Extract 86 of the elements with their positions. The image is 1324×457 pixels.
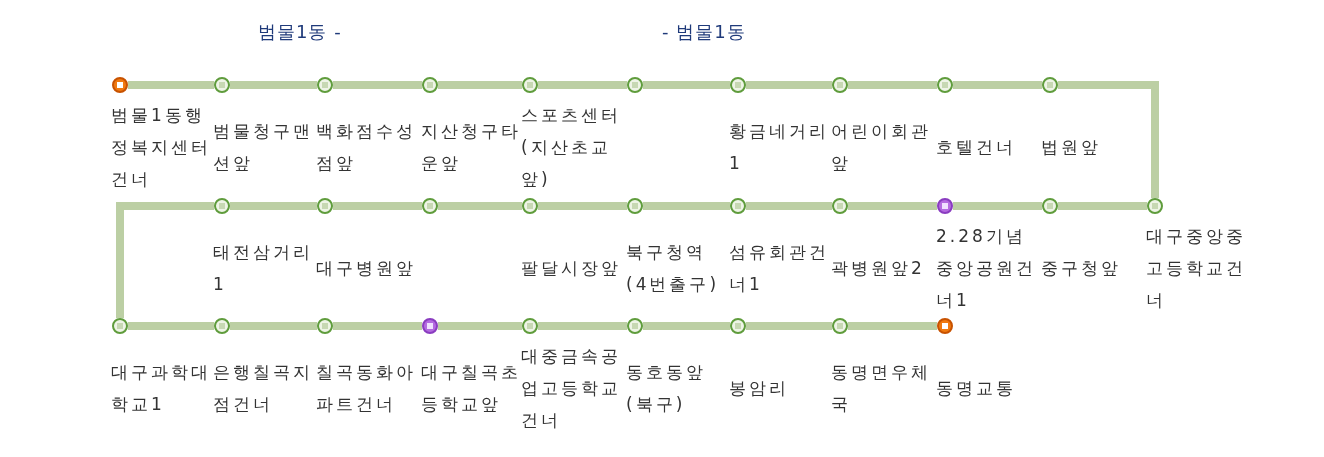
stop-name: 범물1동행정복지센터건너 [111,104,212,191]
route-line [333,202,422,210]
stop-name: 곽병원앞2 [831,257,926,280]
route-line [438,322,522,330]
stop-name: 은행칠곡지점건너 [213,361,314,416]
stop-name: 백화점수성점앞 [316,120,417,175]
direction-heading: 범물1동 - [258,20,342,44]
stop-name: 중구청앞 [1041,257,1122,280]
stop-name: 호텔건너 [936,136,1017,159]
stop-name: 북구청역(4번출구) [626,241,721,296]
stop-name: 태전삼거리1 [213,241,314,296]
bus-stop-marker [214,77,230,93]
bus-stop-marker [730,318,746,334]
route-line [746,81,832,89]
route-line [1058,202,1147,210]
bus-stop-marker [627,198,643,214]
route-line [116,202,214,318]
stop-name: 스포츠센터(지산초교앞) [521,104,622,191]
route-line [538,81,627,89]
bus-stop-marker [112,318,128,334]
bus-stop-marker [522,318,538,334]
route-line [953,81,1042,89]
route-line [746,202,832,210]
bus-stop-marker [730,77,746,93]
route-line [848,81,937,89]
route-line [1058,81,1159,198]
route-line [438,202,522,210]
stop-name: 팔달시장앞 [521,257,622,280]
route-line [230,202,317,210]
stop-name: 동호동앞(북구) [626,361,707,416]
bus-stop-marker [1042,198,1058,214]
bus-stop-marker [1147,198,1163,214]
bus-stop-marker [937,198,953,214]
bus-stop-marker [317,318,333,334]
bus-stop-marker [317,198,333,214]
stop-name: 대구칠곡초등학교앞 [421,361,522,416]
stop-name: 지산청구타운앞 [421,120,522,175]
terminal-stop-marker [112,77,128,93]
bus-stop-marker [1042,77,1058,93]
bus-stop-marker [832,198,848,214]
bus-stop-marker [627,77,643,93]
stop-name: 동명교통 [936,377,1017,400]
bus-stop-marker [730,198,746,214]
stop-name: 황금네거리1 [729,120,830,175]
direction-heading: - 범물1동 [662,20,746,44]
stop-name: 동명면우체국 [831,361,932,416]
stop-name: 대중금속공업고등학교건너 [521,345,622,432]
stop-name: 법원앞 [1041,136,1102,159]
route-line [848,322,937,330]
bus-stop-marker [627,318,643,334]
terminal-stop-marker [937,318,953,334]
bus-stop-marker [522,77,538,93]
route-line [333,322,422,330]
stop-name: 봉암리 [729,377,790,400]
route-line [643,81,730,89]
stop-name: 대구과학대학교1 [111,361,212,416]
stop-name: 칠곡동화아파트건너 [316,361,417,416]
bus-stop-marker [422,318,438,334]
route-line [128,81,214,89]
stop-name: 어린이회관앞 [831,120,932,175]
bus-stop-marker [522,198,538,214]
route-line [643,202,730,210]
route-line [230,322,317,330]
stop-name: 범물청구맨션앞 [213,120,314,175]
bus-stop-marker [832,77,848,93]
route-line [438,81,522,89]
route-line [643,322,730,330]
stop-name: 대구중앙중고등학교건너 [1146,225,1247,312]
bus-stop-marker [214,198,230,214]
stop-name: 섬유회관건너1 [729,241,830,296]
route-line [538,322,627,330]
bus-stop-marker [832,318,848,334]
route-line [128,322,214,330]
stop-name: 2.28기념중앙공원건너1 [936,225,1037,312]
bus-stop-marker [422,77,438,93]
bus-stop-marker [422,198,438,214]
bus-stop-marker [214,318,230,334]
route-line [746,322,832,330]
route-line [848,202,937,210]
route-line [333,81,422,89]
route-line [230,81,317,89]
bus-stop-marker [317,77,333,93]
route-line [953,202,1042,210]
route-line [538,202,627,210]
stop-name: 대구병원앞 [316,257,417,280]
bus-stop-marker [937,77,953,93]
